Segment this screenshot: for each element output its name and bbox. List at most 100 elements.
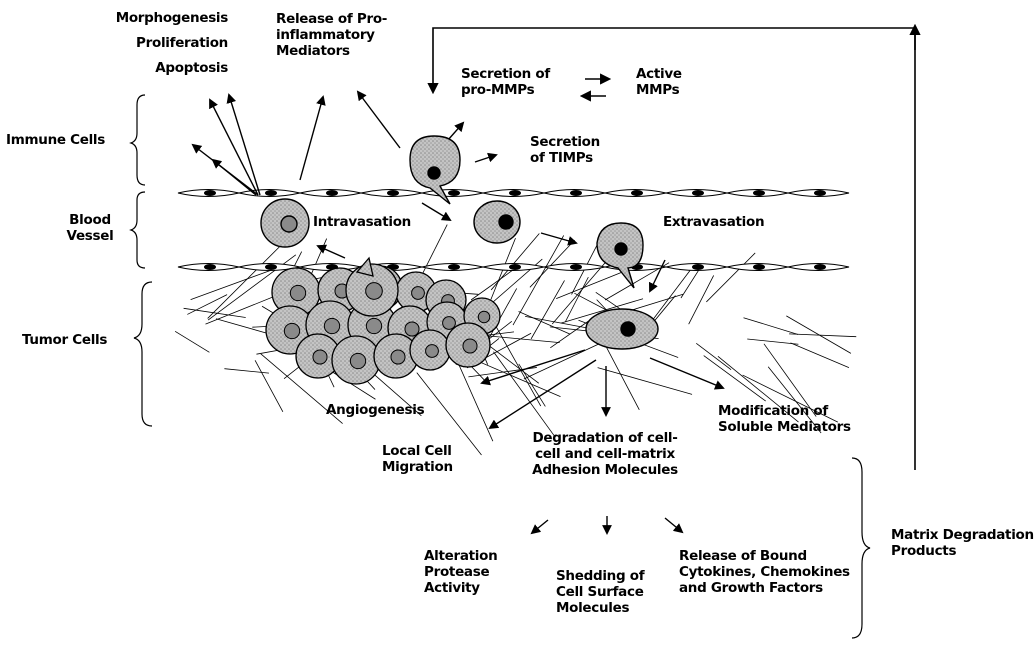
label-morphogenesis: Morphogenesis bbox=[108, 10, 228, 26]
extravasating-cell bbox=[597, 223, 643, 288]
endothelial-cell bbox=[483, 264, 544, 271]
label-angiogenesis: Angiogenesis bbox=[326, 402, 424, 418]
tumor-cell bbox=[446, 323, 490, 367]
label-tumor-cells: Tumor Cells bbox=[22, 332, 107, 348]
endothelial-cell bbox=[422, 190, 483, 197]
matrix-fiber bbox=[208, 242, 285, 319]
matrix-fiber bbox=[531, 280, 564, 338]
matrix-fiber bbox=[550, 321, 588, 348]
matrix-fiber bbox=[747, 339, 798, 344]
endothelial-cell bbox=[178, 264, 239, 271]
endothelial-cell bbox=[788, 264, 849, 271]
label-alteration-line3: Activity bbox=[424, 580, 497, 596]
label-degradation-line1: Degradation of cell- bbox=[520, 430, 690, 446]
label-extravasation: Extravasation bbox=[663, 214, 764, 230]
label-shedding-line2: Cell Surface bbox=[556, 584, 644, 600]
label-secretion-pro-mmps-line1: Secretion of bbox=[461, 66, 550, 82]
label-local-cell-migration: Local Cell Migration bbox=[382, 443, 453, 475]
matrix-fiber bbox=[696, 343, 731, 369]
label-pro-inflammatory-line3: Mediators bbox=[276, 43, 387, 59]
endothelial-cell bbox=[605, 190, 666, 197]
tumor-cell bbox=[332, 336, 380, 384]
label-release-bound-line1: Release of Bound bbox=[679, 548, 850, 564]
label-shedding-line3: Molecules bbox=[556, 600, 644, 616]
matrix-fiber bbox=[493, 352, 554, 436]
label-alteration: Alteration Protease Activity bbox=[424, 548, 497, 596]
label-degradation-line2: cell and cell-matrix bbox=[520, 446, 690, 462]
label-release-bound: Release of Bound Cytokines, Chemokines a… bbox=[679, 548, 850, 596]
brace-immune bbox=[131, 95, 145, 185]
matrix-fiber bbox=[598, 368, 692, 395]
matrix-fiber bbox=[689, 275, 714, 324]
matrix-fiber bbox=[790, 343, 848, 368]
label-matrix-degradation-line1: Matrix Degradation bbox=[891, 527, 1034, 543]
label-pro-inflammatory-line1: Release of Pro- bbox=[276, 11, 387, 27]
label-secretion-pro-mmps-line2: pro-MMPs bbox=[461, 82, 550, 98]
endothelial-cell bbox=[666, 190, 727, 197]
endothelial-cell bbox=[544, 264, 605, 271]
label-active-mmps-line1: Active bbox=[636, 66, 682, 82]
tumor-cell-cluster bbox=[266, 258, 500, 384]
endothelial-cell bbox=[788, 190, 849, 197]
immune-cell-matrix bbox=[586, 309, 658, 349]
label-degradation-line3: Adhesion Molecules bbox=[520, 462, 690, 478]
matrix-fiber bbox=[191, 269, 274, 300]
label-apoptosis: Apoptosis bbox=[108, 60, 228, 76]
label-modification-line1: Modification of bbox=[718, 403, 851, 419]
endothelial-cell bbox=[422, 264, 483, 271]
endothelial-cell bbox=[544, 190, 605, 197]
label-shedding: Shedding of Cell Surface Molecules bbox=[556, 568, 644, 616]
label-alteration-line2: Protease bbox=[424, 564, 497, 580]
label-pro-inflammatory-line2: inflammatory bbox=[276, 27, 387, 43]
matrix-fiber bbox=[706, 253, 755, 302]
endothelial-cell bbox=[300, 190, 361, 197]
immune-cell-vessel bbox=[474, 201, 520, 243]
brace-matrix bbox=[852, 458, 870, 638]
endothelial-cell bbox=[727, 264, 788, 271]
matrix-fiber bbox=[786, 316, 851, 354]
label-modification-line2: Soluble Mediators bbox=[718, 419, 851, 435]
matrix-fiber bbox=[255, 360, 283, 411]
label-active-mmps: Active MMPs bbox=[636, 66, 682, 98]
label-intravasation: Intravasation bbox=[313, 214, 411, 230]
label-blood-vessel-line2: Vessel bbox=[55, 228, 125, 244]
brace-vessel bbox=[131, 192, 145, 268]
label-secretion-timps-line1: Secretion bbox=[530, 134, 600, 150]
label-release-bound-line2: Cytokines, Chemokines bbox=[679, 564, 850, 580]
label-matrix-degradation: Matrix Degradation Products bbox=[891, 527, 1034, 559]
label-local-cell-migration-line2: Migration bbox=[382, 459, 453, 475]
label-local-cell-migration-line1: Local Cell bbox=[382, 443, 453, 459]
tumor-cell bbox=[410, 330, 450, 370]
endothelial-cell bbox=[727, 190, 788, 197]
label-pro-inflammatory: Release of Pro- inflammatory Mediators bbox=[276, 11, 387, 59]
matrix-fiber bbox=[224, 369, 269, 373]
label-secretion-pro-mmps: Secretion of pro-MMPs bbox=[461, 66, 550, 98]
brace-tumor bbox=[134, 282, 152, 426]
matrix-fiber bbox=[175, 331, 209, 352]
label-active-mmps-line2: MMPs bbox=[636, 82, 682, 98]
label-degradation: Degradation of cell- cell and cell-matri… bbox=[520, 430, 690, 478]
label-blood-vessel-line1: Blood bbox=[55, 212, 125, 228]
label-secretion-timps-line2: of TIMPs bbox=[530, 150, 600, 166]
matrix-fiber bbox=[789, 334, 856, 337]
label-secretion-timps: Secretion of TIMPs bbox=[530, 134, 600, 166]
label-modification: Modification of Soluble Mediators bbox=[718, 403, 851, 435]
endothelial-cell bbox=[666, 264, 727, 271]
matrix-fiber bbox=[513, 235, 564, 325]
label-matrix-degradation-line2: Products bbox=[891, 543, 1034, 559]
label-blood-vessel: Blood Vessel bbox=[55, 212, 125, 244]
label-immune-cells: Immune Cells bbox=[6, 132, 105, 148]
endothelial-cell bbox=[178, 190, 239, 197]
endothelial-cell bbox=[361, 190, 422, 197]
label-shedding-line1: Shedding of bbox=[556, 568, 644, 584]
label-release-bound-line3: and Growth Factors bbox=[679, 580, 850, 596]
intravasating-cell bbox=[261, 199, 309, 247]
label-proliferation: Proliferation bbox=[108, 35, 228, 51]
label-morphogenesis-group: Morphogenesis Proliferation Apoptosis bbox=[108, 10, 228, 76]
matrix-fiber bbox=[744, 318, 799, 335]
matrix-fiber bbox=[184, 308, 246, 317]
endothelial-cell bbox=[239, 190, 300, 197]
label-alteration-line1: Alteration bbox=[424, 548, 497, 564]
matrix-fiber bbox=[704, 356, 766, 401]
